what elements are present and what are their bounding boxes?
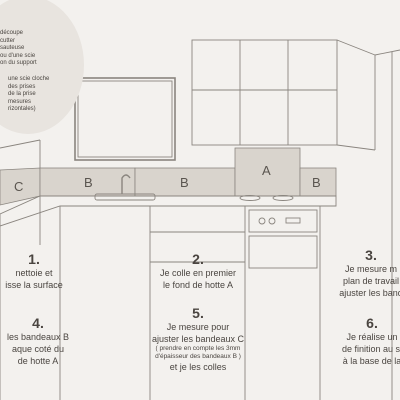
oven-display	[285, 217, 301, 224]
step-2: 2. Je colle en premier le fond de hotte …	[138, 252, 258, 291]
step-2-number: 2.	[192, 251, 204, 267]
burner-2	[272, 195, 294, 201]
step-6: 6. Je réalise un de finition au si à la …	[326, 316, 400, 367]
oven-knob-1	[258, 217, 266, 225]
step-3-number: 3.	[365, 247, 377, 263]
window-inner	[77, 80, 173, 158]
countertop	[0, 195, 337, 227]
oven-door	[248, 235, 318, 269]
wall-top-right	[374, 49, 400, 56]
panel-b-left	[39, 167, 136, 197]
panel-label-b-right: B	[312, 175, 321, 190]
cabinet-side-bottom	[336, 144, 376, 151]
window	[74, 77, 176, 161]
upper-cabinets	[191, 39, 338, 146]
oven-panel	[248, 209, 318, 233]
step-6-text: Je réalise un de finition au si à la bas…	[341, 332, 400, 366]
step-3: 3. Je mesure m plan de travail ajuster l…	[326, 248, 400, 299]
step-2-text: Je colle en premier le fond de hotte A	[159, 268, 237, 290]
step-4-number: 4.	[32, 315, 44, 331]
tip-text-bottom: une scie cloche des prises de la prise m…	[8, 76, 50, 113]
oven-knob-2	[268, 217, 276, 225]
step-1: 1. nettoie et isse la surface	[0, 252, 74, 291]
sink	[94, 193, 156, 201]
step-5-tail: et je les colles	[169, 362, 227, 372]
left-ceiling-line	[0, 139, 41, 149]
burner-1	[239, 195, 261, 201]
faucet	[121, 174, 131, 194]
step-5-note: ( prendre en compte les 3mm d'épaisseur …	[155, 345, 241, 360]
panel-label-a: A	[262, 163, 271, 178]
cabinet-side-top	[336, 39, 376, 56]
step-1-number: 1.	[28, 251, 40, 267]
panel-b-middle	[134, 167, 236, 197]
step-5-text: Je mesure pour ajuster les bandeaux C	[151, 322, 245, 344]
step-4-text: les bandeaux B aque coté du de hotte A	[6, 332, 70, 366]
panel-label-b-middle: B	[180, 175, 189, 190]
panel-a	[234, 147, 301, 197]
tip-text-top: découpe cutter sauteuse ou d'une scie on…	[0, 30, 37, 67]
step-4: 4. les bandeaux B aque coté du de hotte …	[0, 316, 88, 367]
panel-label-c: C	[14, 179, 23, 194]
step-3-text: Je mesure m plan de travail ajuster les …	[339, 264, 400, 298]
step-1-text: nettoie et isse la surface	[5, 268, 63, 290]
step-6-number: 6.	[366, 315, 378, 331]
step-5: 5. Je mesure pour ajuster les bandeaux C…	[138, 306, 258, 373]
step-5-number: 5.	[192, 305, 204, 321]
panel-label-b-left: B	[84, 175, 93, 190]
